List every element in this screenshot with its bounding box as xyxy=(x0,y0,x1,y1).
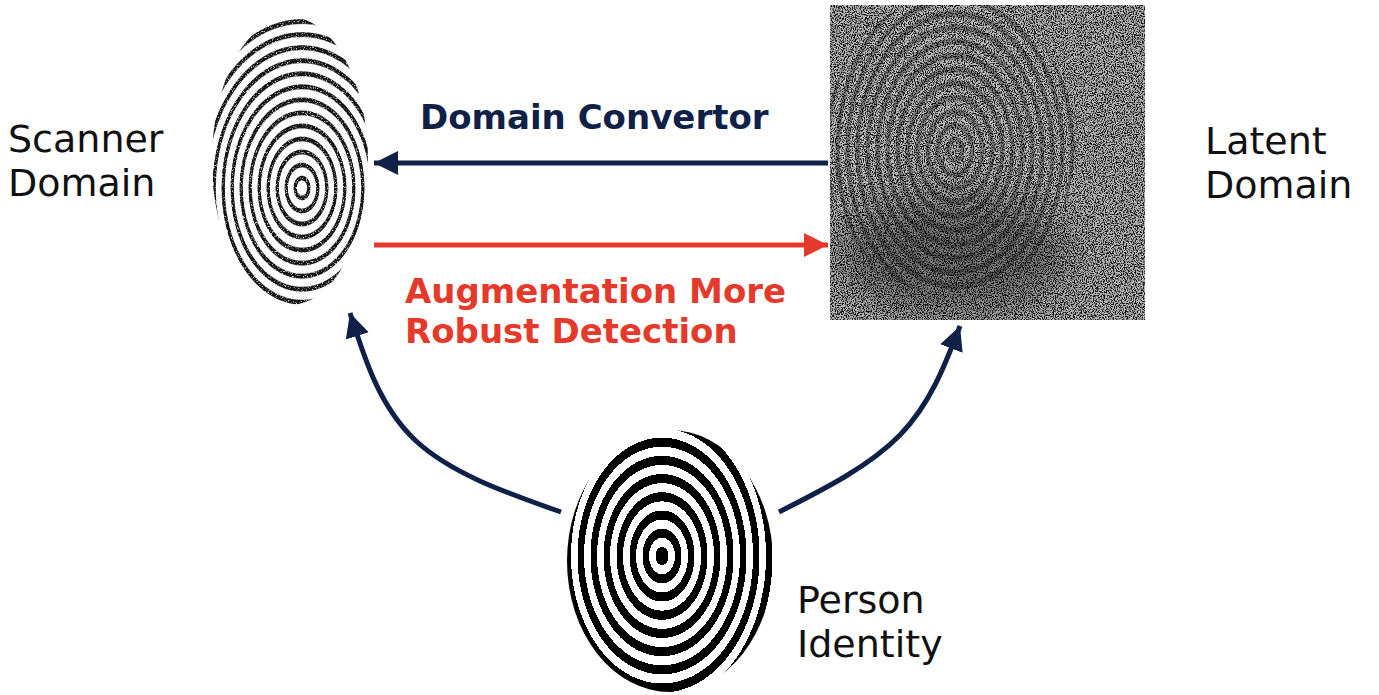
arrow-connector xyxy=(374,161,828,166)
node-heading-block: Person Identity xyxy=(797,578,982,667)
fingerprint-node: Scanner Domain xyxy=(210,15,370,307)
fingerprint-node: Latent Domain xyxy=(830,5,1145,320)
scanner-fingerprint xyxy=(210,15,370,307)
arrow-connector xyxy=(350,313,561,512)
edge-label: Domain Convertor xyxy=(420,98,840,138)
node-heading-block: Latent Domain xyxy=(1205,118,1375,207)
edge-label: Augmentation More Robust Detection xyxy=(405,272,830,352)
node-label: Person Identity xyxy=(797,578,982,667)
fingerprint-node: Person Identity xyxy=(565,430,775,692)
node-label: Latent Domain xyxy=(1205,118,1375,207)
latent-fingerprint xyxy=(830,5,1145,320)
node-label: Scanner Domain xyxy=(8,117,188,206)
node-heading-block: Scanner Domain xyxy=(8,117,188,206)
arrow-connector xyxy=(374,243,828,248)
identity-fingerprint xyxy=(567,430,773,692)
arrow-connector xyxy=(779,326,960,512)
